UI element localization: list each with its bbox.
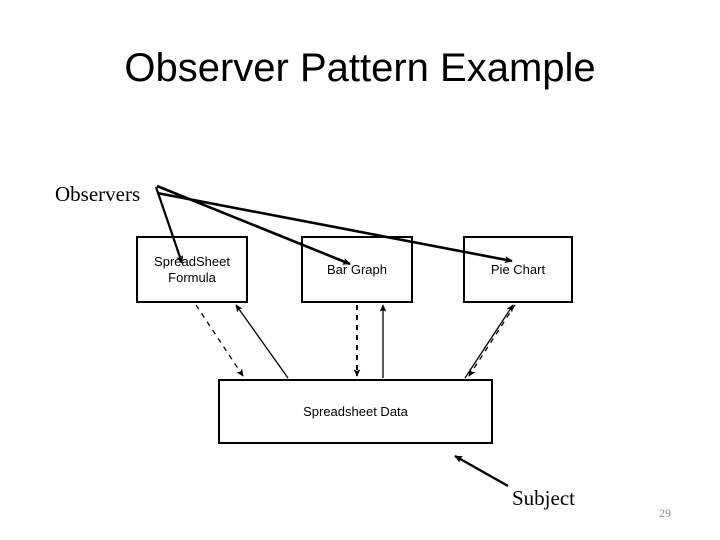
subject-label: Subject	[512, 486, 575, 510]
observers-label: Observers	[55, 182, 141, 206]
box-bar-graph: Bar Graph	[301, 236, 413, 303]
page-title: Observer Pattern Example	[124, 46, 596, 90]
box-spreadsheet-formula: SpreadSheet Formula	[136, 236, 248, 303]
data-to-spreadsheet-formula-arrow	[235, 304, 289, 379]
spreadsheet-formula-to-data-arrow	[195, 304, 244, 377]
pie-chart-to-data-arrow	[468, 304, 516, 377]
subject-to-spreadsheet-data-arrow	[454, 454, 509, 488]
box-spreadsheet-data-text: Spreadsheet Data	[303, 403, 408, 419]
box-pie-chart: Pie Chart	[463, 236, 573, 303]
data-to-pie-chart-arrow	[464, 304, 514, 379]
box-spreadsheet-formula-text: SpreadSheet Formula	[154, 254, 230, 286]
box-bar-graph-text: Bar Graph	[327, 261, 387, 277]
box-pie-chart-text: Pie Chart	[490, 261, 546, 277]
box-spreadsheet-formula-line2: Formula	[168, 269, 216, 285]
box-spreadsheet-formula-line1: SpreadSheet	[154, 253, 230, 269]
box-spreadsheet-data: Spreadsheet Data	[218, 379, 493, 444]
page-number: 29	[659, 506, 671, 520]
